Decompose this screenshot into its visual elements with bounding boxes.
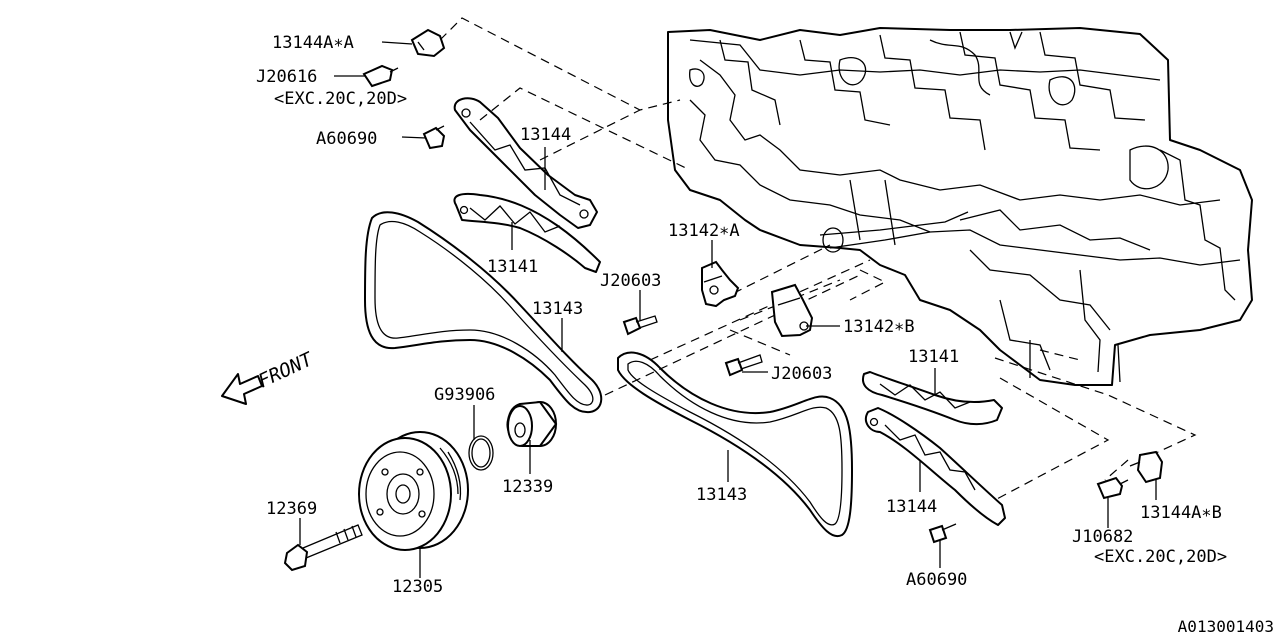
bolt-j20603-upper bbox=[622, 315, 658, 336]
plug-j10682 bbox=[1096, 476, 1129, 500]
o-ring-g93906 bbox=[468, 435, 494, 471]
idler-pulley-12339 bbox=[506, 400, 558, 447]
tensioner-lever-upper bbox=[453, 192, 601, 273]
callout-13143-mid: 13143 bbox=[696, 485, 747, 505]
callout-12305: 12305 bbox=[392, 577, 443, 597]
callout-j10682: J10682 bbox=[1072, 527, 1133, 547]
timing-chain-left bbox=[364, 211, 603, 414]
engine-block bbox=[667, 27, 1253, 386]
callout-a60690-bottom: A60690 bbox=[906, 570, 967, 590]
callout-13144a-a: 13144A∗A bbox=[272, 33, 354, 53]
timing-chain-middle bbox=[617, 351, 853, 538]
bolt-a60690-bottom bbox=[928, 523, 957, 544]
front-arrow bbox=[221, 373, 263, 405]
callout-13144a-b: 13144A∗B bbox=[1140, 503, 1222, 523]
callout-a60690-top: A60690 bbox=[316, 129, 377, 149]
front-label: FRONT bbox=[255, 348, 318, 393]
sensor-13144a-a bbox=[410, 28, 446, 58]
callout-13141-top: 13141 bbox=[487, 257, 538, 277]
callout-13143-top: 13143 bbox=[532, 299, 583, 319]
sensor-13144a-b bbox=[1129, 450, 1164, 484]
reference-code: A013001403 bbox=[1177, 617, 1274, 636]
callout-13144-right: 13144 bbox=[886, 497, 937, 517]
callout-13142-b: 13142∗B bbox=[843, 317, 915, 337]
callout-lines bbox=[299, 41, 1157, 578]
plug-j20616 bbox=[362, 64, 399, 88]
callout-j20616: J20616 bbox=[256, 67, 317, 87]
callout-exc-top: <EXC.20C,20D> bbox=[274, 89, 407, 109]
chain-guide-upper bbox=[453, 97, 598, 229]
crank-bolt-12369 bbox=[283, 524, 363, 572]
callout-exc-bottom: <EXC.20C,20D> bbox=[1094, 547, 1227, 567]
callout-13142-a: 13142∗A bbox=[668, 221, 740, 241]
chain-tensioner-a bbox=[701, 260, 740, 308]
callout-j20603-mid: J20603 bbox=[771, 364, 832, 384]
bolt-a60690-top bbox=[422, 125, 446, 150]
leader-lines bbox=[439, 17, 1197, 501]
callout-12339: 12339 bbox=[502, 477, 553, 497]
callout-12369: 12369 bbox=[266, 499, 317, 519]
callout-13144-top: 13144 bbox=[520, 125, 571, 145]
callout-g93906: G93906 bbox=[434, 385, 495, 405]
callouts: 13144A∗A J20616 <EXC.20C,20D> A60690 131… bbox=[256, 33, 1227, 597]
bolt-j20603-middle bbox=[724, 354, 763, 377]
chain-tensioner-b bbox=[770, 283, 814, 338]
callout-13141-right: 13141 bbox=[908, 347, 959, 367]
crank-pulley-12305 bbox=[358, 431, 469, 551]
tensioner-lever-right bbox=[862, 371, 1003, 426]
chain-guide-right bbox=[864, 407, 1006, 526]
callout-j20603-top: J20603 bbox=[600, 271, 661, 291]
